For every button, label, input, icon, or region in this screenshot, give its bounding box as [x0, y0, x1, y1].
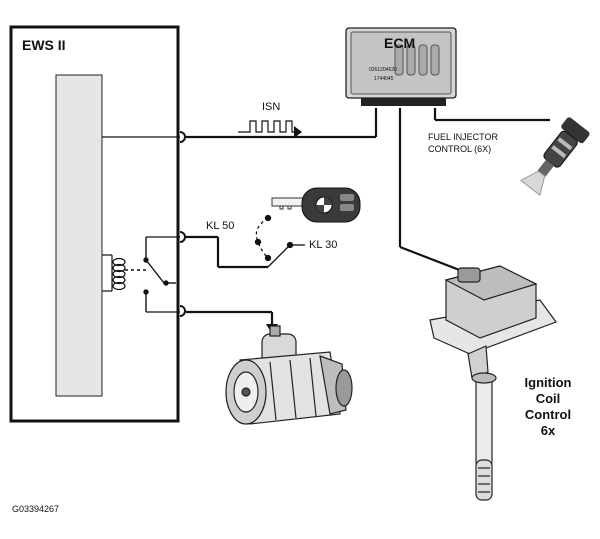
coil-label-line2: Coil [536, 391, 561, 406]
ews-inner-panel [55, 74, 103, 397]
fuel-injector-icon [520, 117, 590, 197]
coil-label-line4: 6x [541, 423, 556, 438]
isn-pulse-icon [238, 120, 302, 138]
connector-hooks [179, 131, 186, 317]
ews-module-title: EWS II [22, 37, 66, 53]
kl30-label: KL 30 [309, 239, 337, 251]
isn-label: ISN [262, 101, 280, 113]
injector-label-line2: CONTROL (6X) [428, 144, 491, 154]
car-key-icon [271, 187, 361, 223]
ecm-unit-icon [345, 27, 457, 106]
ecm-label: ECM [384, 35, 415, 51]
coil-label-line3: Control [525, 407, 571, 422]
figure-id: G03394267 [12, 504, 59, 514]
relay-coil-icon [102, 254, 126, 292]
injector-label-line1: FUEL INJECTOR [428, 132, 499, 142]
ecm-code-line2: 1744045 [374, 76, 394, 82]
ignition-coil-icon [429, 265, 557, 501]
coil-label-line1: Ignition [525, 375, 572, 390]
ignition-switch-icon [254, 214, 305, 268]
ecm-code-line1: 0261204620 [369, 67, 397, 73]
kl50-label: KL 50 [206, 220, 234, 232]
starter-motor-icon [225, 325, 353, 425]
relay-switch-icon [125, 237, 176, 312]
wires [102, 108, 550, 330]
